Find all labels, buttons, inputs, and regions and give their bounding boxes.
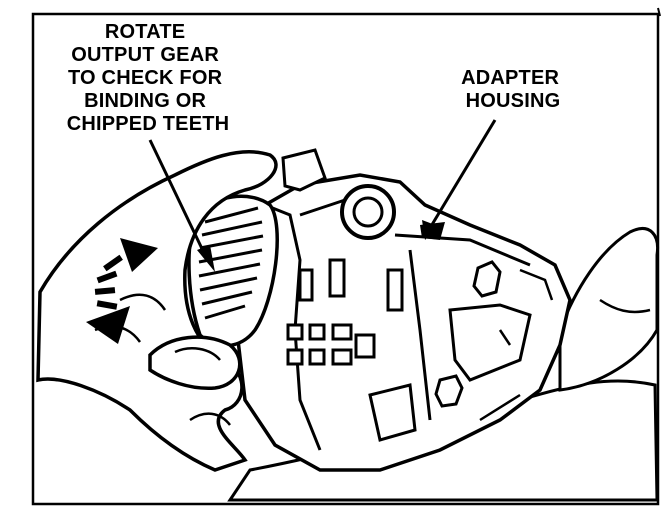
housing-lower-ribs — [368, 303, 532, 442]
front-hand — [36, 150, 278, 472]
rotate-callout-line: ROTATE — [105, 21, 185, 43]
mounting-ear — [281, 148, 327, 192]
thumb — [148, 335, 242, 390]
adapter-callout-line: HOUSING — [466, 90, 561, 112]
rotate-callout-line: TO CHECK FOR — [68, 67, 223, 89]
leader-arrows — [148, 119, 497, 272]
rotate-callout: ROTATE OUTPUT GEAR TO CHECK FOR BINDING … — [67, 21, 230, 135]
adapter-callout-line: ADAPTER — [461, 67, 559, 89]
rotate-callout-line: BINDING OR — [84, 90, 206, 112]
rotate-callout-line: OUTPUT GEAR — [71, 44, 219, 66]
rotate-callout-line: CHIPPED TEETH — [67, 113, 230, 135]
side-bolts — [434, 260, 502, 408]
rotation-arrow — [86, 238, 158, 344]
rear-hand-knuckle — [599, 298, 651, 314]
bolt-hole-top — [352, 196, 384, 228]
output-gear-teeth — [198, 206, 264, 320]
frame-tick — [657, 7, 661, 17]
housing-face — [299, 198, 531, 421]
thumbnail — [174, 347, 221, 361]
housing-shading — [479, 268, 554, 422]
housing-ribs — [286, 258, 404, 366]
housing-flange — [264, 203, 322, 451]
adapter-housing-callout: ADAPTER HOUSING — [461, 67, 565, 112]
adapter-housing-body — [236, 173, 572, 472]
rear-hand-fingers — [558, 227, 660, 392]
